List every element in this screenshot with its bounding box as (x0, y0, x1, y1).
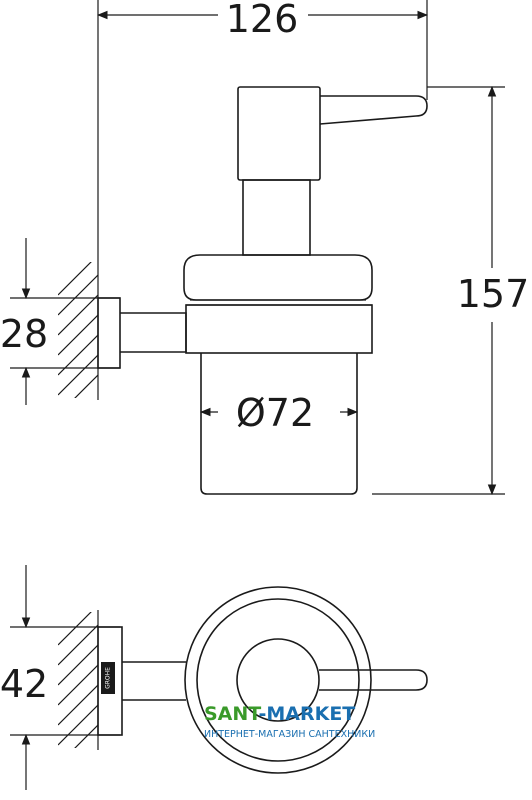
holder-ring-top-inner (196, 598, 360, 762)
glass-container (200, 353, 358, 495)
dim-height-label: 157 (457, 272, 530, 316)
dim-diameter: Ø72 (199, 391, 359, 435)
dim-mount-top-label: 42 (0, 662, 48, 706)
wall-hatch-top (58, 612, 98, 748)
dim-mount-front-label: 28 (0, 312, 48, 356)
top-view: 42 GROHE (0, 565, 428, 790)
front-view: 126 157 28 (0, 0, 530, 496)
watermark: SANT-MARKET ИНТЕРНЕТ-МАГАЗИН САНТЕХНИКИ (204, 703, 375, 740)
svg-text:SANT-MARKET: SANT-MARKET (204, 703, 355, 725)
watermark-brand-sant: SANT (204, 703, 261, 725)
watermark-subtitle: ИНТЕРНЕТ-МАГАЗИН САНТЕХНИКИ (204, 729, 375, 740)
holder-arm (120, 312, 187, 353)
wall-hatch-front (58, 262, 98, 398)
dim-mount-top: 42 (0, 565, 120, 790)
pump-nozzle (319, 95, 428, 125)
pump-head-top (236, 638, 320, 722)
watermark-brand-market: -MARKET (258, 703, 355, 725)
dim-diameter-label: Ø72 (236, 391, 314, 435)
pump-neck (242, 179, 311, 256)
wall-rosette-top (97, 626, 123, 736)
holder-ring (185, 304, 373, 354)
wall-rosette (97, 297, 121, 369)
svg-text:GROHE: GROHE (105, 667, 112, 689)
pump-head (237, 86, 321, 181)
pump-cap (183, 254, 373, 301)
dim-width-label: 126 (226, 0, 299, 41)
holder-ring-top-outer (184, 586, 372, 774)
pump-nozzle-top (319, 669, 428, 691)
dim-height: 157 (372, 85, 530, 496)
dim-width: 126 (96, 0, 429, 41)
grohe-logo-mark: GROHE (101, 662, 115, 694)
dim-mount-front: 28 (0, 238, 120, 405)
